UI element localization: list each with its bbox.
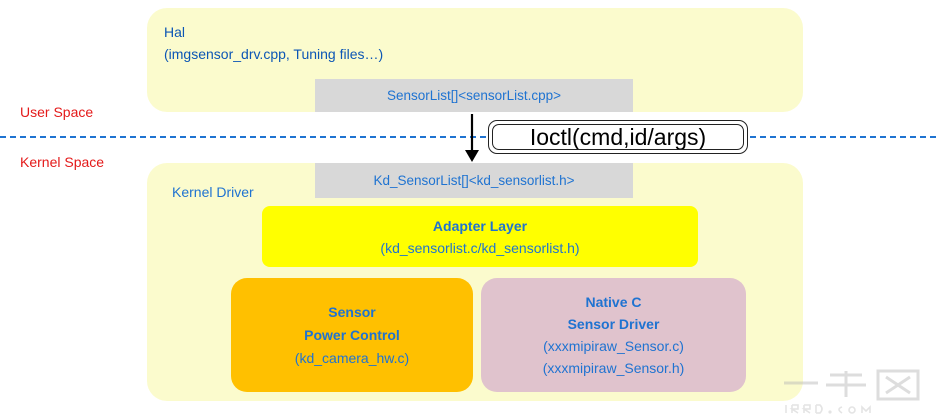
- native-sensor-driver-box: Native C Sensor Driver (xxxmipiraw_Senso…: [481, 278, 746, 392]
- site-watermark-logo: [784, 369, 920, 414]
- sensorlist-label: SensorList[]<sensorList.cpp>: [386, 88, 562, 103]
- arrow-down-icon: [465, 114, 479, 162]
- driver-file1: (xxxmipiraw_Sensor.c): [543, 338, 684, 354]
- kernel-driver-title: Kernel Driver: [172, 184, 254, 200]
- user-space-label: User Space: [20, 104, 94, 120]
- hal-title: Hal: [164, 24, 186, 40]
- kd-sensorlist-label: Kd_SensorList[]<kd_sensorlist.h>: [373, 173, 575, 188]
- kd-sensorlist-box: Kd_SensorList[]<kd_sensorlist.h>: [315, 163, 633, 198]
- power-line1: Sensor: [328, 303, 376, 320]
- adapter-layer-files: (kd_sensorlist.c/kd_sensorlist.h): [380, 239, 580, 256]
- driver-line1: Native C: [585, 294, 642, 310]
- kernel-space-label: Kernel Space: [20, 154, 105, 170]
- power-file: (kd_camera_hw.c): [294, 349, 410, 366]
- ioctl-box: Ioctl(cmd,id/args): [488, 120, 748, 154]
- driver-file2: (xxxmipiraw_Sensor.h): [542, 360, 685, 376]
- driver-line2: Sensor Driver: [567, 316, 660, 332]
- sensorlist-box: SensorList[]<sensorList.cpp>: [315, 79, 633, 112]
- adapter-layer-box: Adapter Layer (kd_sensorlist.c/kd_sensor…: [262, 206, 698, 267]
- ioctl-label: Ioctl(cmd,id/args): [529, 123, 707, 150]
- adapter-layer-title: Adapter Layer: [432, 217, 528, 234]
- power-line2: Power Control: [304, 326, 400, 343]
- hal-subtitle: (imgsensor_drv.cpp, Tuning files…): [164, 46, 384, 62]
- sensor-power-control-box: Sensor Power Control (kd_camera_hw.c): [231, 278, 473, 392]
- user-kernel-divider: [0, 136, 936, 138]
